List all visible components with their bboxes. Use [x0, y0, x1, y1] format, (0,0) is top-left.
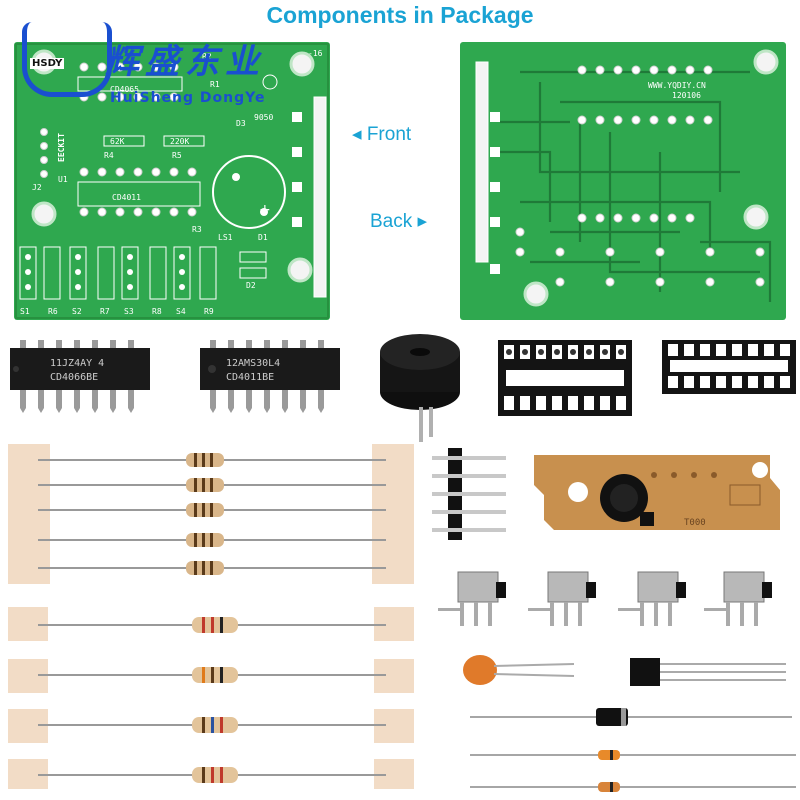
- chip-marking: 11JZ4AY 4: [50, 358, 104, 369]
- front-label: ◂ Front: [352, 123, 411, 146]
- ic-socket-2: [662, 340, 796, 394]
- silk-label: CD4065: [110, 85, 139, 94]
- silk-label: CD4011: [112, 193, 141, 202]
- resistor-singles: [8, 607, 414, 789]
- silk-label: R5: [172, 151, 182, 160]
- silk-label: LS1: [218, 233, 233, 242]
- silk-label: WWW.YQDIY.CN: [648, 81, 706, 90]
- brand-chinese-text: 辉盛东业: [105, 42, 265, 82]
- silk-label: S3: [124, 307, 134, 316]
- brand-box-text: HSDY: [30, 58, 65, 69]
- silk-label: R3: [192, 225, 202, 234]
- silk-label: R9: [204, 307, 214, 316]
- ic-chip-1: 11JZ4AY 4 CD4066BE: [10, 340, 150, 413]
- mounting-hole: [287, 257, 313, 283]
- brand-english-text: HuiSheng DongYe: [110, 90, 266, 106]
- back-label-text: Back: [370, 211, 413, 232]
- silk-label: R4: [104, 151, 114, 160]
- silk-label: 220K: [170, 137, 189, 146]
- mounting-hole: [743, 204, 769, 230]
- silk-label: -16: [308, 49, 323, 58]
- silk-label: 62K: [110, 137, 125, 146]
- page-title: Components in Package: [266, 2, 534, 28]
- silk-label: J2: [32, 183, 42, 192]
- back-label: Back ▸: [370, 210, 427, 233]
- front-pcb-image: + R2 CD4065 R1 9050 62K 220K R4 R5 D3 CD…: [14, 42, 330, 320]
- ic-chip-2: 12AMS30L4 CD4011BE: [200, 340, 340, 413]
- buzzer-footprint: [212, 155, 286, 229]
- arrow-right-icon: ▸: [417, 211, 428, 232]
- svg-text:+: +: [259, 202, 271, 218]
- silk-label: S1: [20, 307, 30, 316]
- front-label-text: Front: [366, 124, 412, 145]
- chip-marking: 12AMS30L4: [226, 358, 280, 369]
- mounting-hole: [523, 281, 549, 307]
- mounting-hole: [289, 51, 315, 77]
- buzzer: [380, 334, 460, 442]
- resistor-tape-5: [8, 444, 414, 584]
- silk-label: D3: [236, 119, 246, 128]
- silk-label: R8: [152, 307, 162, 316]
- silk-label: R1: [210, 80, 220, 89]
- diodes: [470, 708, 796, 792]
- silk-label: D1: [258, 233, 268, 242]
- mounting-hole: [753, 49, 779, 75]
- potentiometer-board: T000: [534, 455, 780, 530]
- silk-label: R7: [100, 307, 110, 316]
- silk-label: U1: [58, 175, 68, 184]
- chip-marking: CD4066BE: [50, 372, 98, 383]
- chip-marking: CD4011BE: [226, 372, 274, 383]
- silk-label: 9050: [254, 113, 273, 122]
- arrow-left-icon: ◂: [352, 124, 362, 145]
- ceramic-capacitor: [463, 655, 575, 685]
- silk-vertical-label: EECKIT: [57, 133, 66, 162]
- brand-logo-icon: [22, 22, 112, 97]
- silk-label: R6: [48, 307, 58, 316]
- ic-socket-1: [498, 340, 632, 416]
- front-pcb-board: [14, 42, 330, 320]
- silk-label: D2: [246, 281, 256, 290]
- pin-header: [432, 448, 506, 540]
- silk-label: R2: [202, 52, 212, 61]
- pot-board-marking: T000: [684, 518, 706, 528]
- slide-switches: [438, 571, 772, 626]
- silk-label: S2: [72, 307, 82, 316]
- transistor: [630, 658, 786, 686]
- back-pcb-image: WWW.YQDIY.CN 120106: [460, 42, 786, 320]
- silk-label: S4: [176, 307, 186, 316]
- silk-label: 120106: [672, 91, 701, 100]
- mounting-hole: [31, 201, 57, 227]
